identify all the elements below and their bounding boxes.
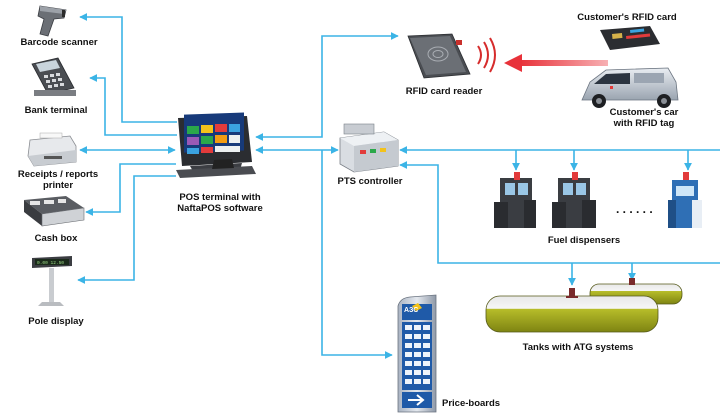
rfid-reader-icon <box>407 33 471 79</box>
fuel-dispenser-3-icon <box>668 172 702 228</box>
label-customer-rfid-card: Customer's RFID card <box>577 12 677 23</box>
pos-terminal-icon <box>176 112 256 178</box>
rfid-card-icon <box>600 26 660 50</box>
label-price-boards: Price-boards <box>442 398 501 409</box>
pts-controller-icon <box>339 123 399 173</box>
barcode-scanner-icon <box>37 5 67 37</box>
label-cash-box: Cash box <box>34 233 78 244</box>
label-pos-terminal-line2: NaftaPOS software <box>177 203 263 214</box>
connector-pos-rfid <box>255 32 399 141</box>
cash-box-icon <box>24 196 85 227</box>
label-tanks: Tanks with ATG systems <box>522 342 634 353</box>
label-customer-car-line2: with RFID tag <box>613 118 675 129</box>
label-bank-terminal: Bank terminal <box>24 105 88 116</box>
label-pole-display: Pole display <box>28 316 84 327</box>
label-barcode-scanner: Barcode scanner <box>20 37 98 48</box>
price-board-brand: АЗС <box>404 307 419 314</box>
rfid-waves-icon <box>477 37 496 73</box>
pole-display-icon: 0.00 12.50 <box>32 256 72 306</box>
price-board-icon <box>397 294 437 413</box>
connector-barcode <box>79 13 177 123</box>
label-customer-car-line1: Customer's car <box>609 107 679 118</box>
connector-tank-bus <box>399 161 720 264</box>
fuel-dispenser-1-icon <box>494 172 536 228</box>
label-receipts-printer-line1: Receipts / reports <box>17 169 99 180</box>
label-rfid-reader: RFID card reader <box>405 86 483 97</box>
svg-text:0.00 12.50: 0.00 12.50 <box>37 260 64 266</box>
connector-priceboard <box>321 150 393 359</box>
label-receipts-printer-line2: printer <box>42 180 74 191</box>
tank-front-icon <box>485 288 659 333</box>
dispenser-ellipsis: . . . . . . <box>616 202 653 216</box>
pos-screen-tiles <box>187 124 240 154</box>
fuel-dispenser-2-icon <box>552 172 596 228</box>
label-pts-controller: PTS controller <box>337 176 403 187</box>
bank-terminal-icon <box>31 57 76 96</box>
rfid-signal-arrow <box>504 54 608 72</box>
label-pos-terminal-line1: POS terminal with <box>179 192 261 203</box>
connectors <box>77 13 720 359</box>
connector-bank <box>89 74 177 136</box>
printer-icon <box>27 132 77 167</box>
connector-cashbox <box>85 163 176 216</box>
customer-car-icon <box>581 67 679 108</box>
label-fuel-dispensers: Fuel dispensers <box>547 235 621 246</box>
connector-pole <box>77 175 176 284</box>
